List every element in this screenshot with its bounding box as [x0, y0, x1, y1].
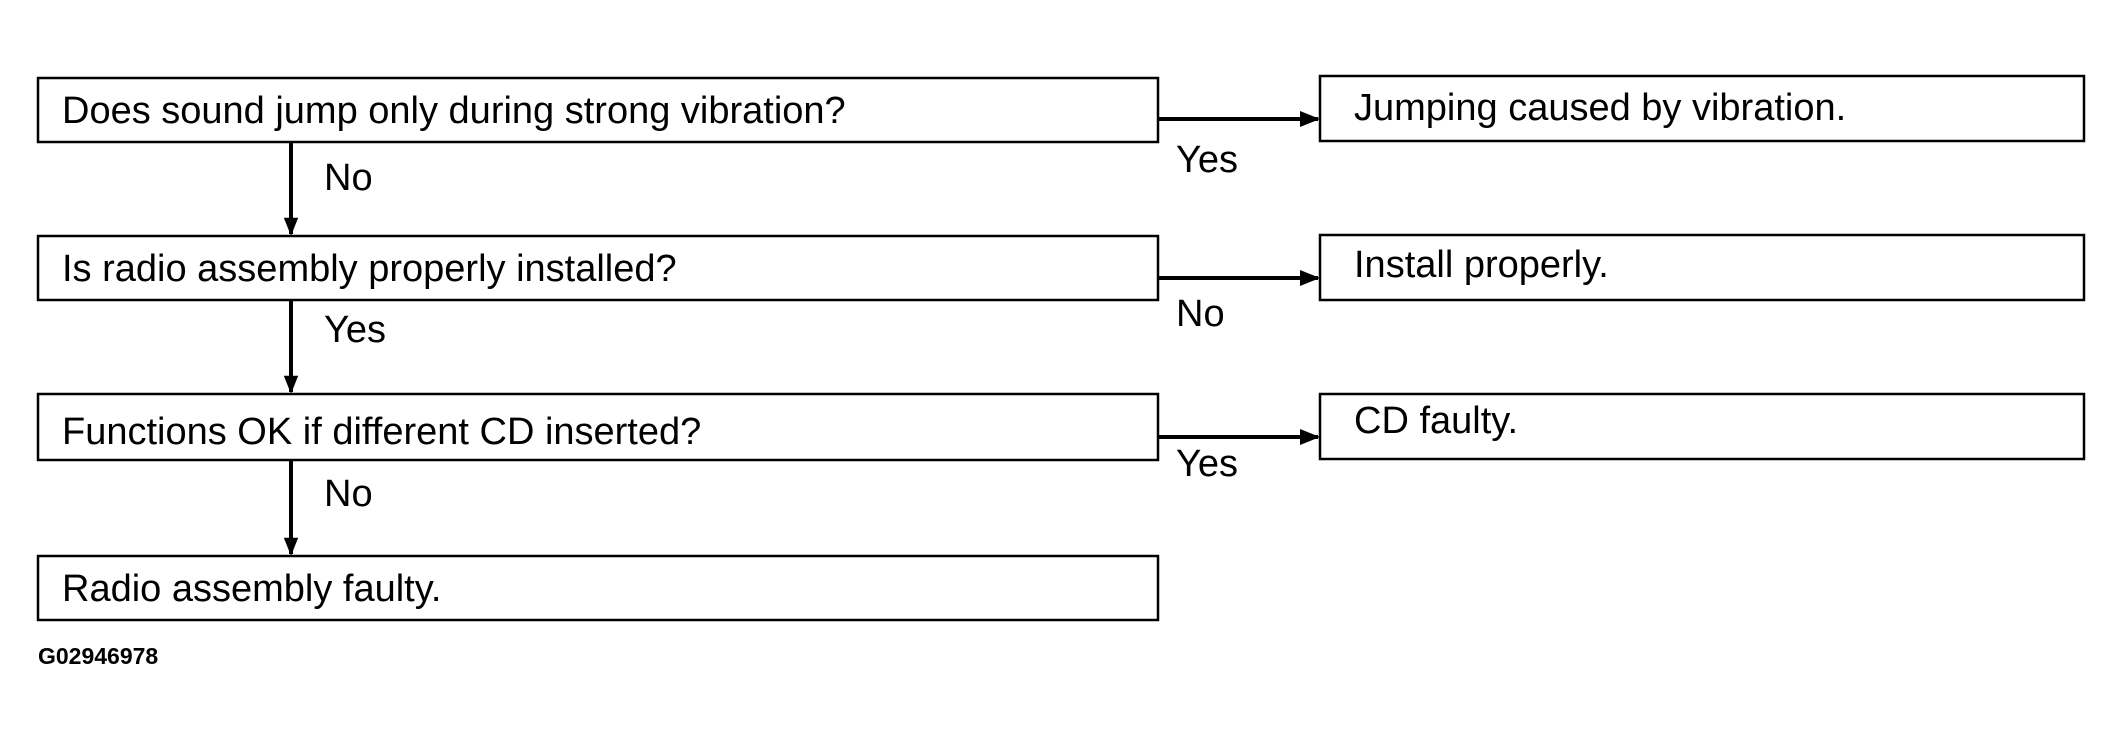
edge-q3-r4: No — [283, 460, 373, 556]
edge-label-e6: No — [324, 473, 373, 515]
result-box-r1: Jumping caused by vibration. — [1318, 74, 2086, 143]
edge-q2-q3: Yes — [283, 300, 386, 394]
result-box-r4: Radio assembly faulty. — [36, 554, 1160, 622]
edge-q3-r3: Yes — [1158, 429, 1320, 485]
edge-label-e3: No — [1176, 293, 1225, 335]
result-text-r1: Jumping caused by vibration. — [1354, 87, 1846, 129]
edge-label-e4: Yes — [324, 309, 386, 351]
result-text-r4: Radio assembly faulty. — [62, 568, 441, 610]
result-box-r3: CD faulty. — [1318, 392, 2086, 461]
edge-q1-q2: No — [283, 142, 373, 236]
result-box-r2: Install properly. — [1318, 233, 2086, 302]
result-text-r2: Install properly. — [1354, 244, 1609, 286]
edge-label-e1: Yes — [1176, 139, 1238, 181]
edge-q2-r2: No — [1158, 270, 1320, 335]
question-box-q3: Functions OK if different CD inserted? — [36, 392, 1160, 462]
question-text-q1: Does sound jump only during strong vibra… — [62, 90, 846, 132]
question-text-q3: Functions OK if different CD inserted? — [62, 411, 701, 453]
edge-label-e2: No — [324, 157, 373, 199]
question-box-q2: Is radio assembly properly installed? — [36, 234, 1160, 302]
edge-label-e5: Yes — [1176, 443, 1238, 485]
question-text-q2: Is radio assembly properly installed? — [62, 248, 677, 290]
edge-q1-r1: Yes — [1158, 111, 1320, 181]
result-text-r3: CD faulty. — [1354, 400, 1518, 442]
question-box-q1: Does sound jump only during strong vibra… — [36, 76, 1160, 144]
figure-code: G02946978 — [38, 643, 158, 669]
